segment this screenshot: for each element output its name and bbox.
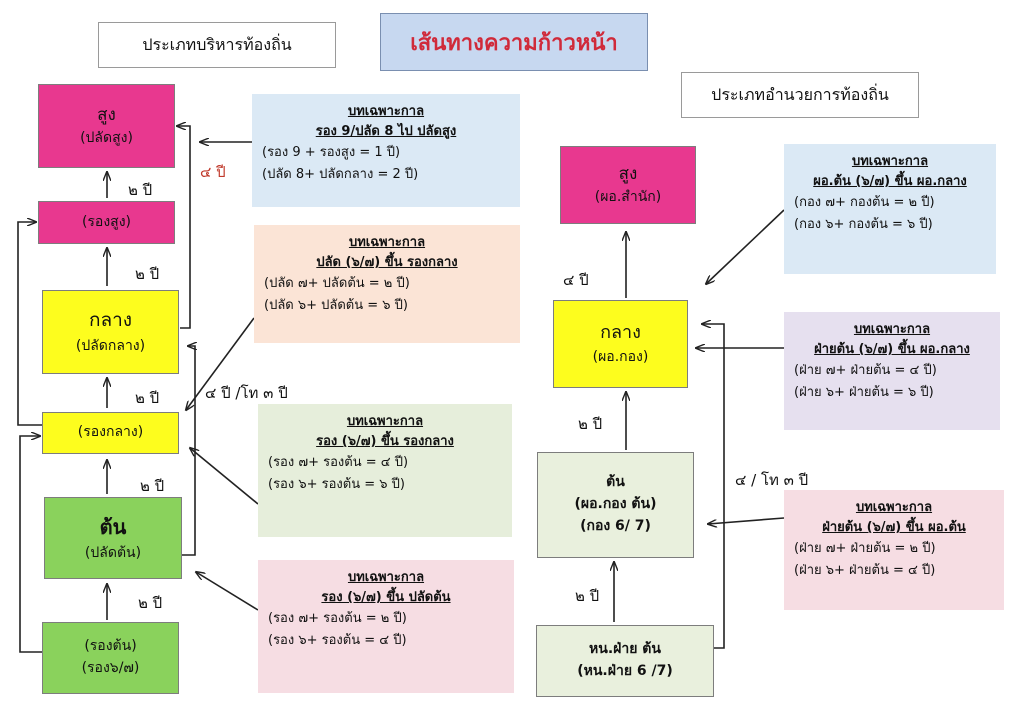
left-box-high: สูง (ปลัดสูง)	[38, 84, 175, 168]
right-note-2: บทเฉพาะกาล ฝ่ายต้น (๖/๗) ขึ้น ผอ.กลาง (ฝ…	[784, 312, 1000, 430]
arrow-note3-to-deputy-mid	[190, 448, 259, 505]
left-box-start: ต้น (ปลัดต้น)	[44, 497, 182, 579]
left-note-2: บทเฉพาะกาล ปลัด (๖/๗) ขึ้น รองกลาง (ปลัด…	[254, 225, 520, 343]
left-year-label: ๒ ปี	[128, 181, 153, 199]
right-box-section-head: หน.ฝ่าย ต้น (หน.ฝ่าย 6 /7)	[536, 625, 714, 697]
bracket-deputy-mid-to-deputy-high	[17, 222, 42, 426]
left-side-label-deputy-mid: ๔ ปี /โท ๓ ปี	[205, 384, 288, 402]
left-note-4: บทเฉพาะกาล รอง (๖/๗) ขึ้น ปลัดต้น (รอง ๗…	[258, 560, 514, 693]
right-box-start: ต้น (ผอ.กอง ต้น) (กอง 6/ 7)	[537, 452, 694, 558]
right-year-label-mid: ๒ ปี	[578, 415, 603, 433]
arrow-note2-to-deputy-mid	[186, 317, 255, 410]
left-note-3: บทเฉพาะกาล รอง (๖/๗) ขึ้น รองกลาง (รอง ๗…	[258, 404, 512, 537]
right-year-label-high: ๔ ปี	[563, 271, 589, 289]
left-section-header: ประเภทบริหารท้องถิ่น	[98, 22, 336, 68]
right-section-header: ประเภทอำนวยการท้องถิ่น	[681, 72, 919, 118]
bracket-deputy-start-to-deputy-mid	[19, 436, 42, 653]
left-note-1: บทเฉพาะกาล รอง 9/ปลัด 8 ไป ปลัดสูง (รอง …	[252, 94, 520, 207]
right-box-high: สูง (ผอ.สำนัก)	[560, 146, 696, 224]
right-note-3: บทเฉพาะกาล ฝ่ายต้น (๖/๗) ขึ้น ผอ.ต้น (ฝ่…	[784, 490, 1004, 610]
left-box-deputy-high: (รองสูง)	[38, 201, 175, 244]
left-year-label: ๒ ปี	[140, 477, 165, 495]
bracket-r-section-to-mid	[702, 324, 725, 649]
left-box-deputy-mid: (รองกลาง)	[42, 412, 179, 454]
left-box-mid: กลาง (ปลัดกลาง)	[42, 290, 179, 374]
right-note-1: บทเฉพาะกาล ผอ.ต้น (๖/๗) ขึ้น ผอ.กลาง (กอ…	[784, 144, 996, 274]
arrow-rnote3-to-start	[708, 517, 785, 524]
left-year-label: ๒ ปี	[135, 389, 160, 407]
arrow-rnote1-to-mid	[706, 209, 785, 284]
arrow-note4-to-start	[196, 572, 259, 611]
left-side-label-high: ๔ ปี	[200, 163, 226, 181]
right-year-label-start: ๒ ปี	[575, 587, 600, 605]
right-year-label-side: ๔ / โท ๓ ปี	[735, 471, 809, 489]
main-title: เส้นทางความก้าวหน้า	[380, 13, 648, 71]
left-year-label: ๒ ปี	[138, 594, 163, 612]
left-year-label: ๒ ปี	[135, 265, 160, 283]
left-box-deputy-start: (รองต้น) (รอง๖/๗)	[42, 622, 179, 694]
right-box-mid: กลาง (ผอ.กอง)	[553, 300, 688, 388]
bracket-mid-to-high	[177, 126, 191, 329]
